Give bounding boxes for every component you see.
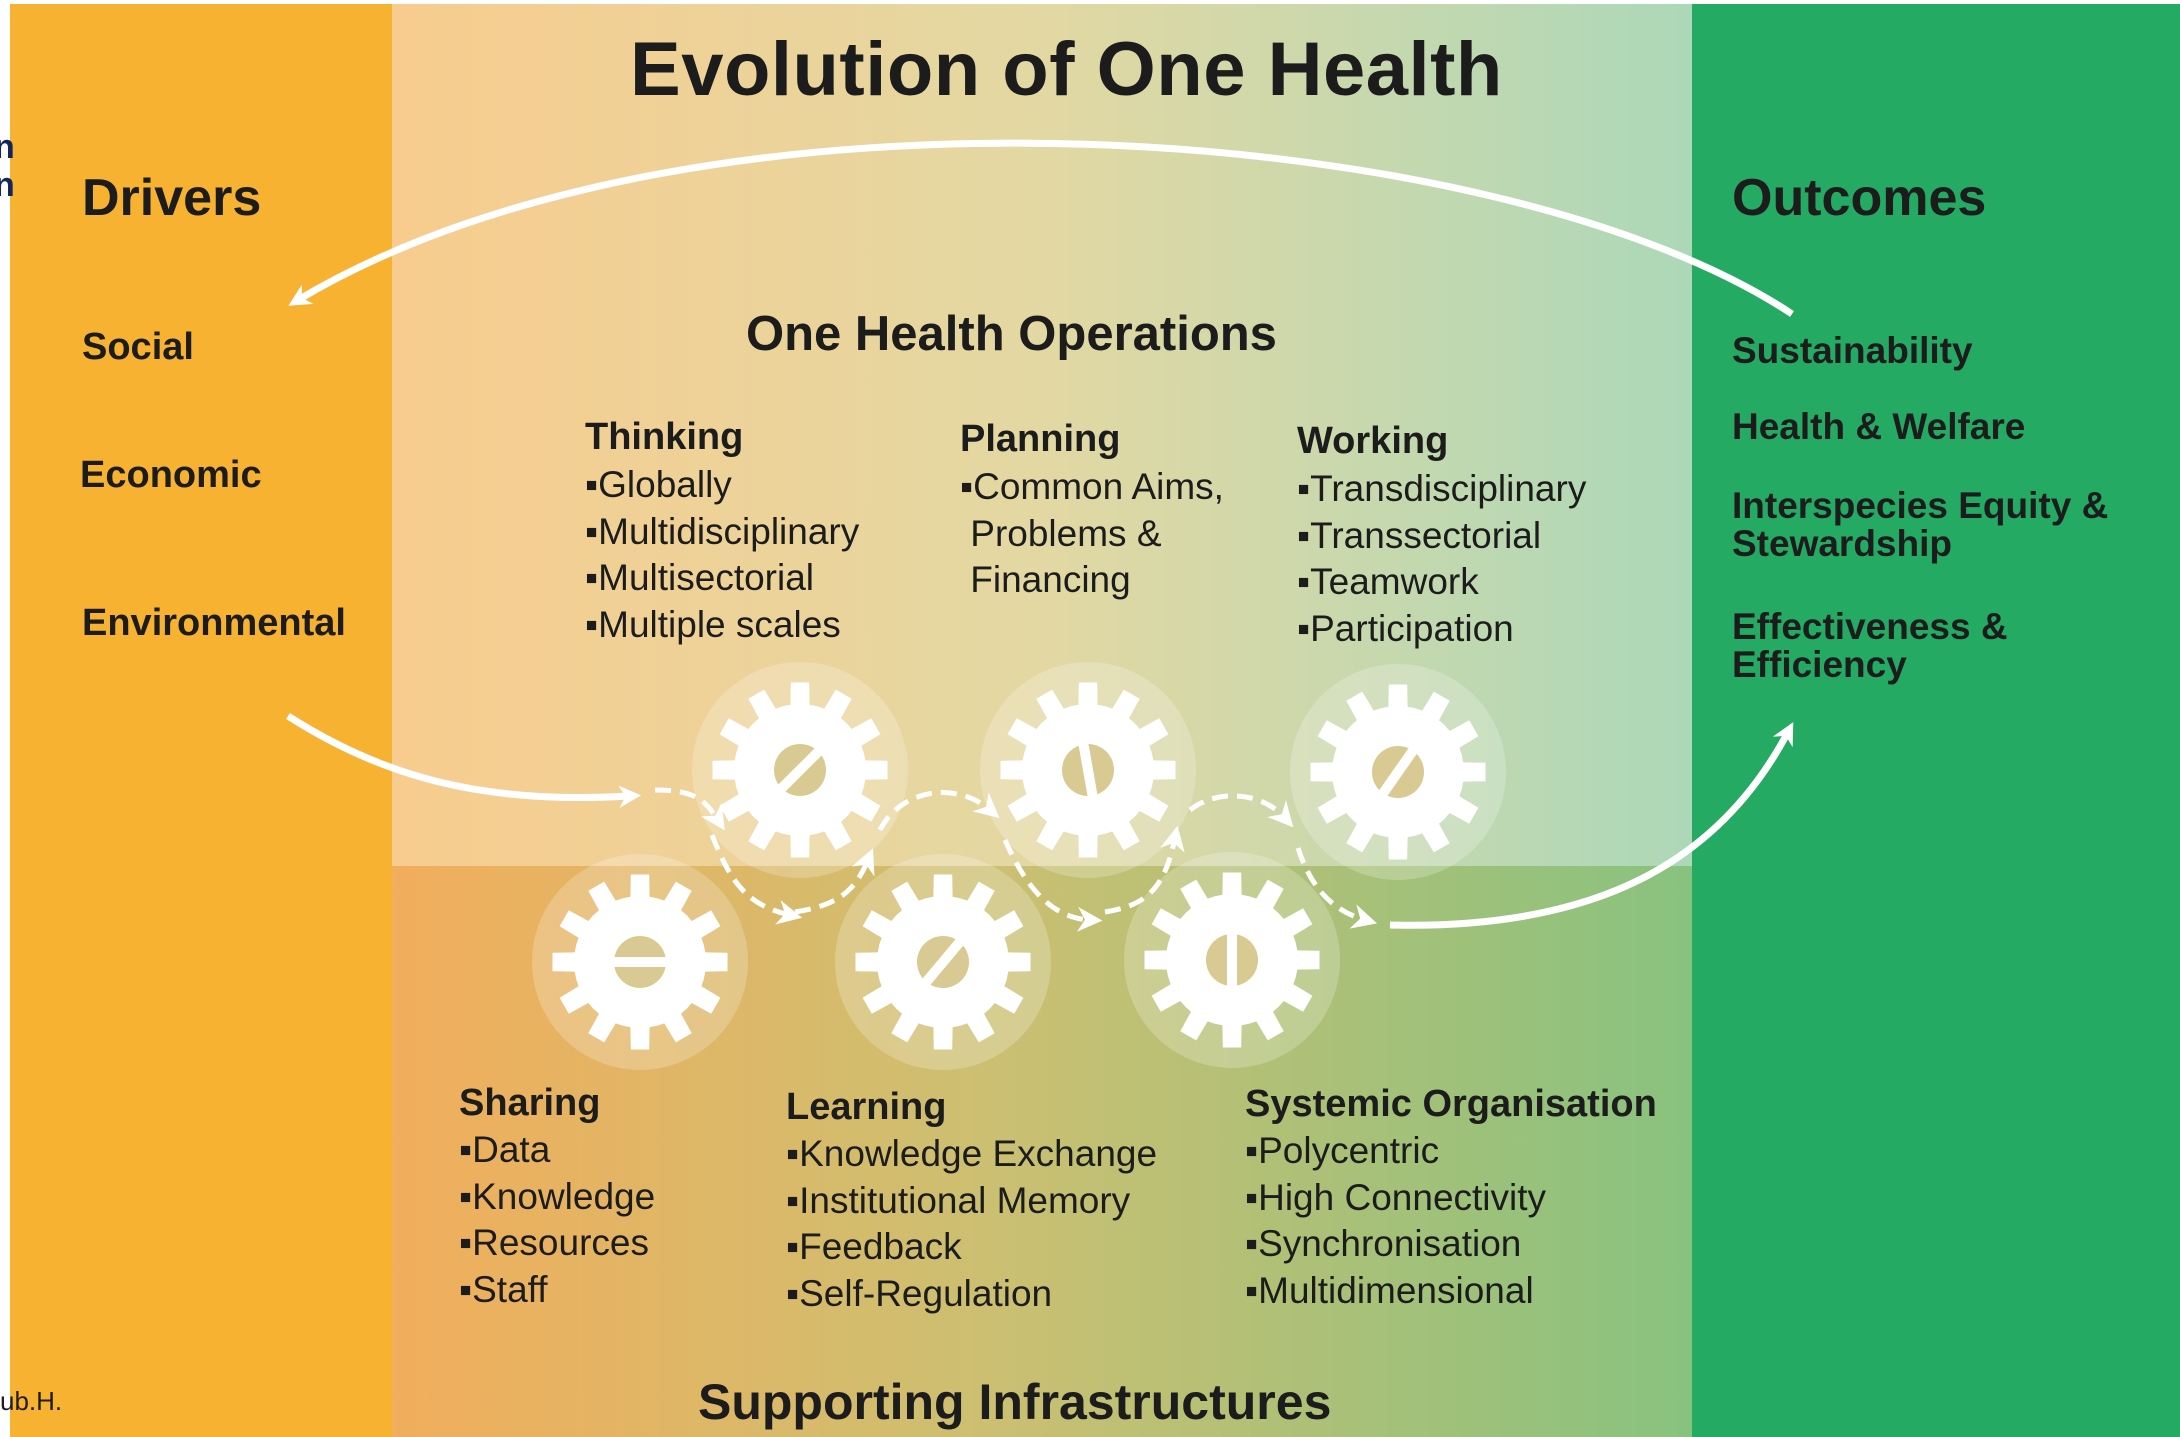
working-title: Working [1297, 420, 1449, 462]
learning-list: ▪Knowledge Exchange ▪Institutional Memor… [786, 1131, 1157, 1317]
gear-icon [532, 854, 748, 1070]
gear-icon [1290, 664, 1506, 880]
learning-title: Learning [786, 1086, 947, 1128]
learning-item: ▪Self-Regulation [786, 1272, 1053, 1314]
outcome-health-welfare: Health & Welfare [1732, 406, 2026, 447]
outcome-interspecies-equity: Interspecies Equity & Stewardship [1732, 485, 2109, 564]
gear-chain-arrows [654, 787, 1378, 932]
gear-slot [610, 957, 670, 967]
thinking-item: ▪Multiple scales [585, 603, 841, 645]
systemic-organisation-list: ▪Polycentric ▪High Connectivity ▪Synchro… [1245, 1128, 1546, 1314]
outcome-effectiveness: Effectiveness & Efficiency [1732, 606, 2008, 685]
thinking-item: ▪Globally [585, 464, 732, 505]
sharing-item: ▪Knowledge [459, 1175, 656, 1217]
drivers-panel [10, 4, 392, 1437]
driver-economic: Economic [80, 454, 262, 496]
gear-icon [980, 662, 1196, 878]
planning-title: Planning [960, 418, 1121, 460]
gear-icon [835, 854, 1051, 1070]
sharing-item: ▪Staff [459, 1268, 548, 1310]
gear-slot [1077, 739, 1099, 801]
diagram-title: Evolution of One Health [630, 27, 1503, 112]
sharing-item: ▪Resources [459, 1222, 649, 1263]
sharing-item: ▪Data [459, 1129, 551, 1170]
learning-item: ▪Institutional Memory [786, 1179, 1131, 1221]
driver-environmental: Environmental [82, 602, 346, 644]
drivers-heading: Drivers [82, 169, 262, 227]
sharing-list: ▪Data ▪Knowledge ▪Resources ▪Staff [459, 1127, 655, 1313]
thinking-list: ▪Globally ▪Multidisciplinary ▪Multisecto… [585, 462, 859, 648]
working-item: ▪Participation [1297, 607, 1514, 649]
outcomes-panel [1692, 4, 2180, 1437]
sharing-title: Sharing [459, 1082, 601, 1124]
systemic-organisation-item: ▪Polycentric [1245, 1130, 1440, 1171]
working-item: ▪Transdisciplinary [1297, 468, 1587, 509]
gear-icon [1124, 852, 1340, 1068]
infrastructures-heading: Supporting Infrastructures [698, 1374, 1332, 1430]
working-item: ▪Transsectorial [1297, 514, 1542, 556]
thinking-item: ▪Multidisciplinary [585, 510, 860, 552]
planning-item: Financing [960, 559, 1131, 600]
cropped-text-fragment: n [0, 166, 15, 204]
planning-item: Problems & [960, 512, 1162, 554]
systemic-organisation-title: Systemic Organisation [1245, 1083, 1657, 1125]
outcomes-heading: Outcomes [1732, 169, 1987, 227]
gear-slot [1376, 744, 1420, 800]
systemic-organisation-item: ▪Multidimensional [1245, 1269, 1534, 1311]
learning-item: ▪Knowledge Exchange [786, 1133, 1158, 1174]
outcome-sustainability: Sustainability [1732, 330, 1973, 371]
driver-social: Social [82, 326, 194, 368]
thinking-item: ▪Multisectorial [585, 557, 815, 598]
working-list: ▪Transdisciplinary ▪Transsectorial ▪Team… [1297, 466, 1586, 652]
working-item: ▪Teamwork [1297, 561, 1479, 602]
systemic-organisation-item: ▪Synchronisation [1245, 1223, 1522, 1264]
gears-to-outcomes-arrow [1389, 722, 1794, 929]
gear-slot [775, 745, 825, 795]
operations-panel [392, 4, 1692, 866]
learning-item: ▪Feedback [786, 1226, 962, 1267]
systemic-organisation-item: ▪High Connectivity [1245, 1176, 1547, 1218]
thinking-title: Thinking [585, 416, 744, 458]
cropped-text-fragment: ub.H. [0, 1386, 63, 1416]
planning-item: ▪Common Aims, [960, 466, 1224, 507]
gear-icon [692, 662, 908, 878]
gear-slot [919, 935, 967, 989]
feedback-arrow [288, 139, 1794, 317]
gear-slot [1227, 930, 1237, 990]
cropped-text-fragment: n [0, 128, 15, 166]
drivers-to-gears-arrow [286, 713, 642, 808]
planning-list: ▪Common Aims, Problems & Financing [960, 464, 1224, 604]
operations-heading: One Health Operations [746, 307, 1277, 361]
